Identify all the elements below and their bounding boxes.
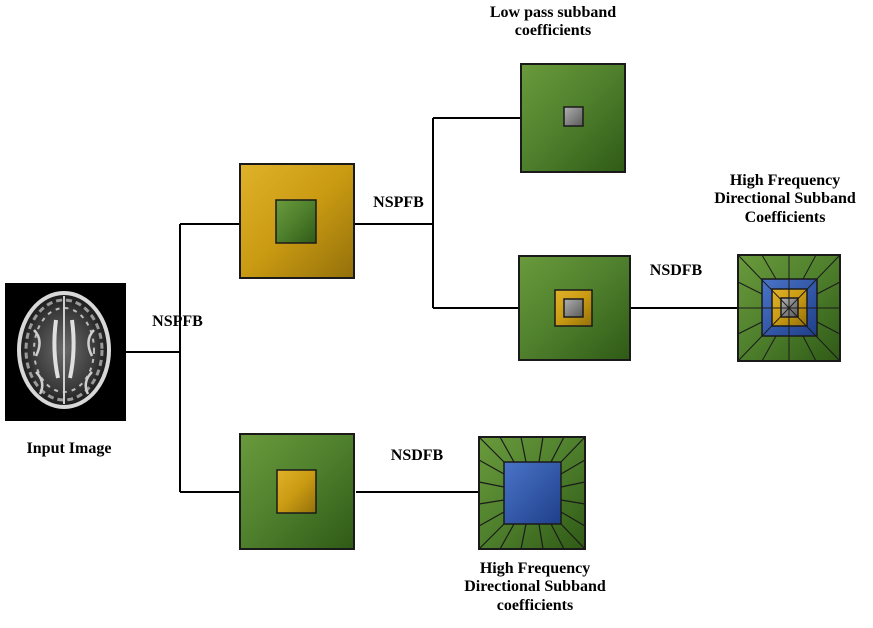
level2-highpass-subband-box: [518, 255, 631, 361]
level1-highpass-subband-box: [239, 433, 355, 550]
nsdfb-level1-label: NSDFB: [390, 447, 444, 464]
hf-directional-title-level1: High Frequency Directional Subband coeff…: [464, 560, 606, 614]
nsdfb-level2-label: NSDFB: [649, 262, 703, 279]
level1-lowpass-subband-box: [239, 163, 355, 279]
input-brain-image: [5, 283, 126, 421]
hf-directional-title-level2: High Frequency Directional Subband Coeff…: [714, 172, 856, 226]
lowpass-subband-title: Low pass subband coefficients: [489, 4, 617, 40]
nspfb-level2-label: NSPFB: [373, 194, 424, 211]
level2-lowpass-subband-box: [520, 63, 626, 173]
connector-lines: [126, 117, 738, 493]
input-image-label: Input Image: [26, 440, 112, 457]
level2-directional-subband-box: [737, 254, 841, 362]
level1-directional-subband-box: [478, 436, 586, 550]
nspfb-level1-label: NSPFB: [152, 313, 203, 330]
